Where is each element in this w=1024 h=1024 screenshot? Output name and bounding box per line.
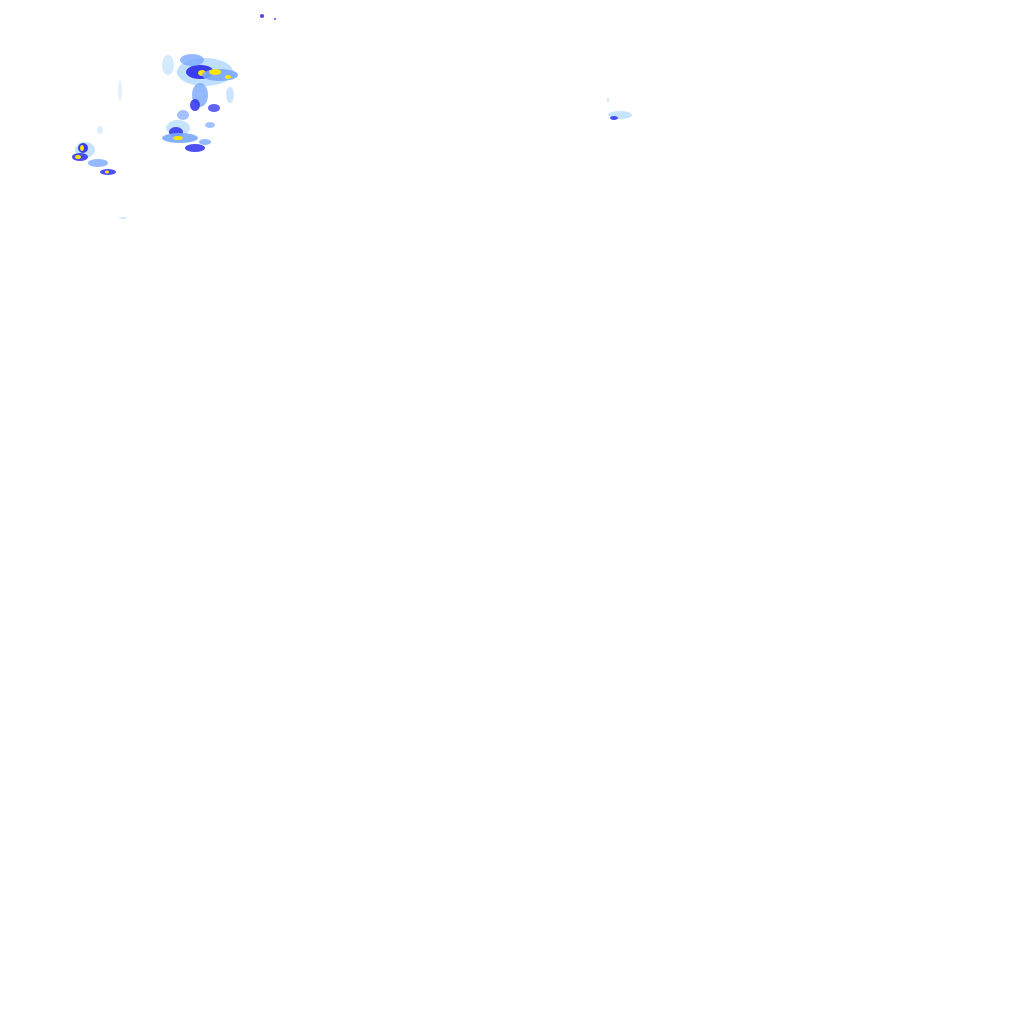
precipitation-echo-strong bbox=[610, 116, 618, 120]
precipitation-echo-extreme bbox=[173, 136, 183, 140]
precipitation-echo-extreme bbox=[80, 145, 84, 151]
precipitation-echo-light bbox=[119, 217, 127, 219]
precipitation-echo-medium bbox=[88, 159, 108, 167]
precipitation-echo-strong bbox=[208, 104, 220, 112]
precipitation-echo-medium bbox=[177, 110, 189, 120]
precipitation-echo-light bbox=[226, 87, 234, 103]
precipitation-echo-medium bbox=[199, 139, 211, 145]
precipitation-echo-extreme bbox=[209, 69, 221, 75]
precipitation-echo-extreme bbox=[75, 155, 81, 159]
precipitation-echo-light bbox=[162, 55, 174, 75]
precipitation-echo-medium bbox=[205, 122, 215, 128]
precipitation-echo-light bbox=[97, 126, 103, 134]
precipitation-echo-strong bbox=[190, 99, 200, 111]
precipitation-echo-light bbox=[607, 97, 609, 103]
precipitation-echo-light bbox=[118, 80, 122, 100]
precipitation-echo-medium bbox=[180, 54, 204, 66]
precipitation-echo-strong bbox=[274, 18, 276, 20]
precipitation-echo-strong bbox=[185, 144, 205, 152]
precipitation-echo-extreme bbox=[225, 75, 231, 79]
precipitation-echo-strong bbox=[260, 14, 264, 18]
precipitation-echo-extreme bbox=[105, 170, 109, 174]
